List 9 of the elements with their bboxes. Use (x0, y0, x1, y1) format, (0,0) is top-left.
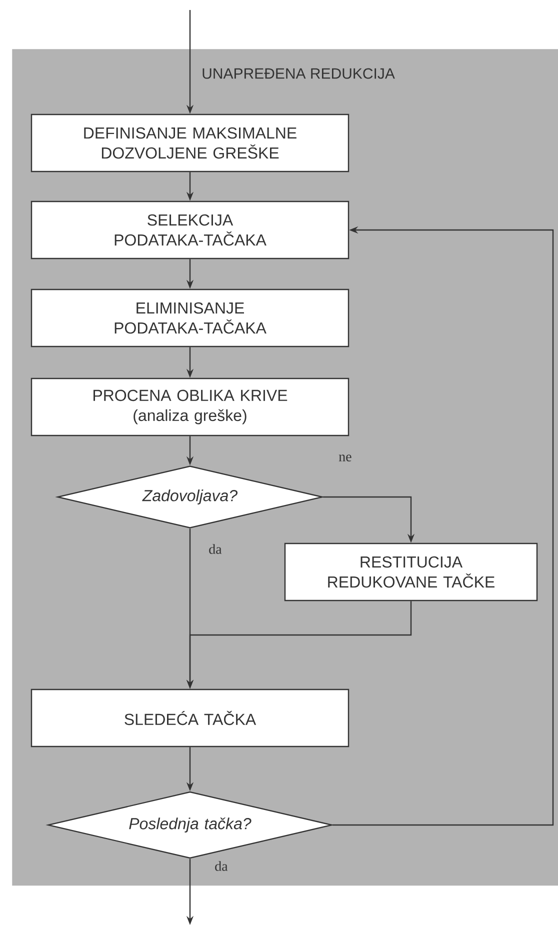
process-box: RESTITUCIJA REDUKOVANE TAČKE (284, 542, 538, 602)
process-box: ELIMINISANJE PODATAKA-TAČAKA (30, 288, 350, 348)
process-box: DEFINISANJE MAKSIMALNE DOZVOLJENE GREŠKE (30, 114, 350, 172)
edge-label: ne (338, 454, 352, 462)
edge-label: da (209, 544, 222, 554)
process-box: PROCENA OBLIKA KRIVE (analiza greške) (30, 378, 350, 436)
process-box: SLEDEĆA TAČKA (30, 688, 350, 748)
edge-label: da (215, 861, 228, 871)
process-box: SELEKCIJA PODATAKA-TAČAKA (30, 200, 350, 260)
